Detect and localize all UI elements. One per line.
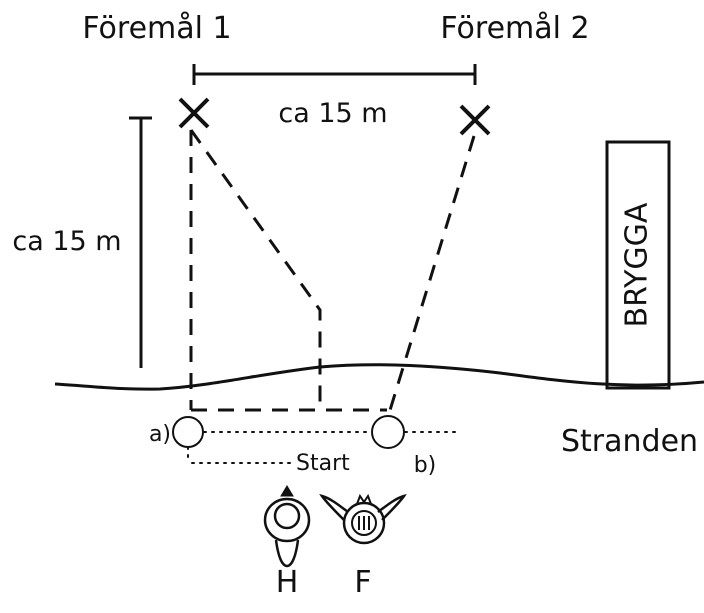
horizontal-dimension [192,64,477,85]
object-2-label: Föremål 2 [440,11,589,46]
position-b-label: b) [414,453,437,478]
dog-icon [319,493,407,545]
shoreline [54,363,704,391]
vertical-dimension [129,116,152,368]
dog-label: F [354,565,371,600]
start-label: Start [296,451,350,476]
handler-icon [263,485,311,568]
handler-label: H [276,565,299,600]
position-a-label: a) [149,422,171,447]
horizontal-distance-label: ca 15 m [278,98,387,129]
dotted-lines [187,431,457,464]
beach-label: Stranden [561,424,698,459]
object-2-marker [459,104,491,136]
vertical-distance-label: ca 15 m [12,226,121,257]
object-1-marker [178,97,210,129]
dashed-paths [189,129,476,421]
dock-label: BRYGGA [620,202,655,327]
dock-rect [605,140,671,390]
position-a-circle [172,416,204,448]
object-1-label: Föremål 1 [82,11,231,46]
path-to-object-2 [385,135,476,421]
path-zigzag-to-object-1 [189,129,322,410]
position-b-circle [371,415,405,449]
